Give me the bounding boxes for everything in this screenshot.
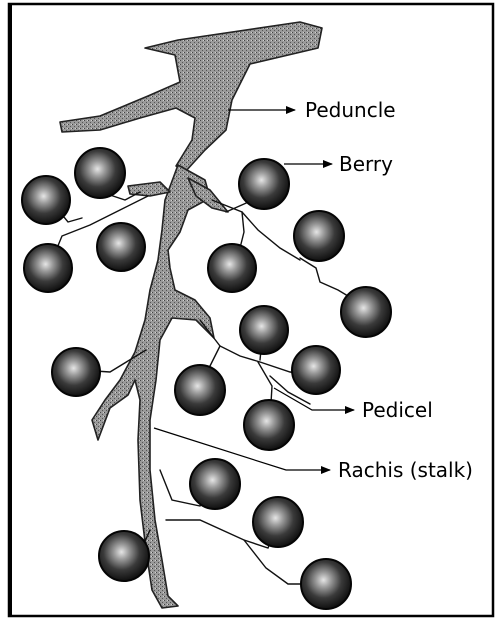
berry (175, 365, 225, 415)
label-pedicel: Pedicel (362, 398, 433, 422)
berry (99, 531, 149, 581)
left-fork-shape (128, 182, 170, 196)
berry (190, 459, 240, 509)
label-peduncle: Peduncle (305, 98, 396, 122)
berry (292, 346, 340, 394)
berry (52, 348, 100, 396)
berry (244, 400, 294, 450)
rachis-arrow (154, 428, 330, 470)
label-berry: Berry (339, 152, 393, 176)
label-rachis: Rachis (stalk) (338, 458, 473, 482)
berries (22, 148, 391, 609)
berry (240, 306, 288, 354)
berry (208, 244, 256, 292)
berry (253, 497, 303, 547)
berry (75, 148, 125, 198)
berry (341, 287, 391, 337)
berry (24, 244, 72, 292)
berry (239, 159, 289, 209)
berry (97, 223, 145, 271)
berry (22, 176, 70, 224)
berry (294, 211, 344, 261)
berry (301, 559, 351, 609)
